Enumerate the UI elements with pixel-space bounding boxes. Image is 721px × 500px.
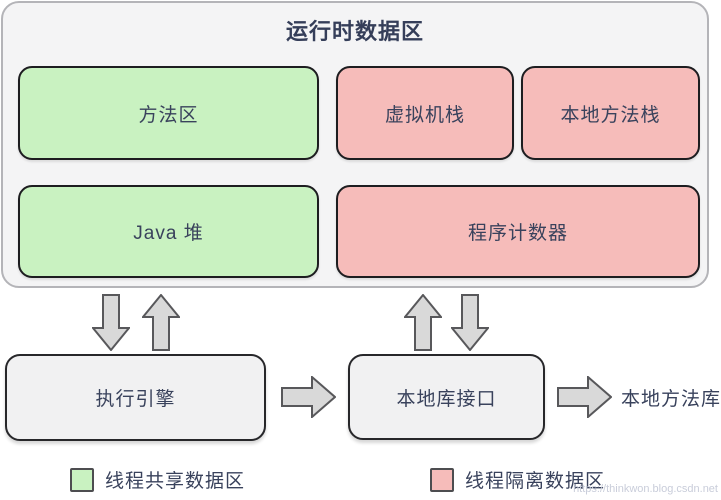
node-execution-engine-label: 执行引擎: [95, 389, 176, 410]
node-program-counter: 程序计数器: [336, 185, 700, 278]
node-vm-stack: 虚拟机栈: [336, 66, 514, 160]
node-java-heap-label: Java 堆: [133, 223, 204, 244]
legend-isolated-swatch: [430, 467, 454, 492]
node-method-area: 方法区: [18, 66, 319, 160]
node-java-heap: Java 堆: [18, 185, 319, 278]
node-native-method-stack-label: 本地方法栈: [560, 104, 661, 126]
legend-thread-shared: 线程共享数据区: [70, 466, 245, 493]
up-arrow-icon: [142, 294, 180, 351]
diagram-title: 运行时数据区: [285, 19, 424, 44]
legend-isolated-label: 线程隔离数据区: [465, 471, 606, 492]
node-native-method-stack: 本地方法栈: [521, 66, 700, 160]
watermark-url: https://thinkwon.blog.csdn.net: [573, 483, 718, 495]
down-arrow-icon: [451, 294, 489, 351]
node-native-library-interface: 本地库接口: [348, 354, 545, 440]
legend-shared-label: 线程共享数据区: [105, 471, 246, 492]
node-program-counter-label: 程序计数器: [467, 223, 568, 244]
node-native-method-library: 本地方法库: [621, 388, 721, 410]
right-arrow-icon: [557, 376, 612, 418]
legend-shared-swatch: [70, 467, 94, 492]
down-arrow-icon: [92, 294, 130, 351]
node-vm-stack-label: 虚拟机栈: [384, 104, 465, 126]
node-execution-engine: 执行引擎: [5, 354, 266, 441]
right-arrow-icon: [281, 376, 336, 418]
up-arrow-icon: [404, 294, 442, 351]
node-method-area-label: 方法区: [138, 104, 199, 126]
node-native-library-interface-label: 本地库接口: [396, 388, 497, 410]
legend-thread-isolated: 线程隔离数据区: [430, 466, 605, 493]
